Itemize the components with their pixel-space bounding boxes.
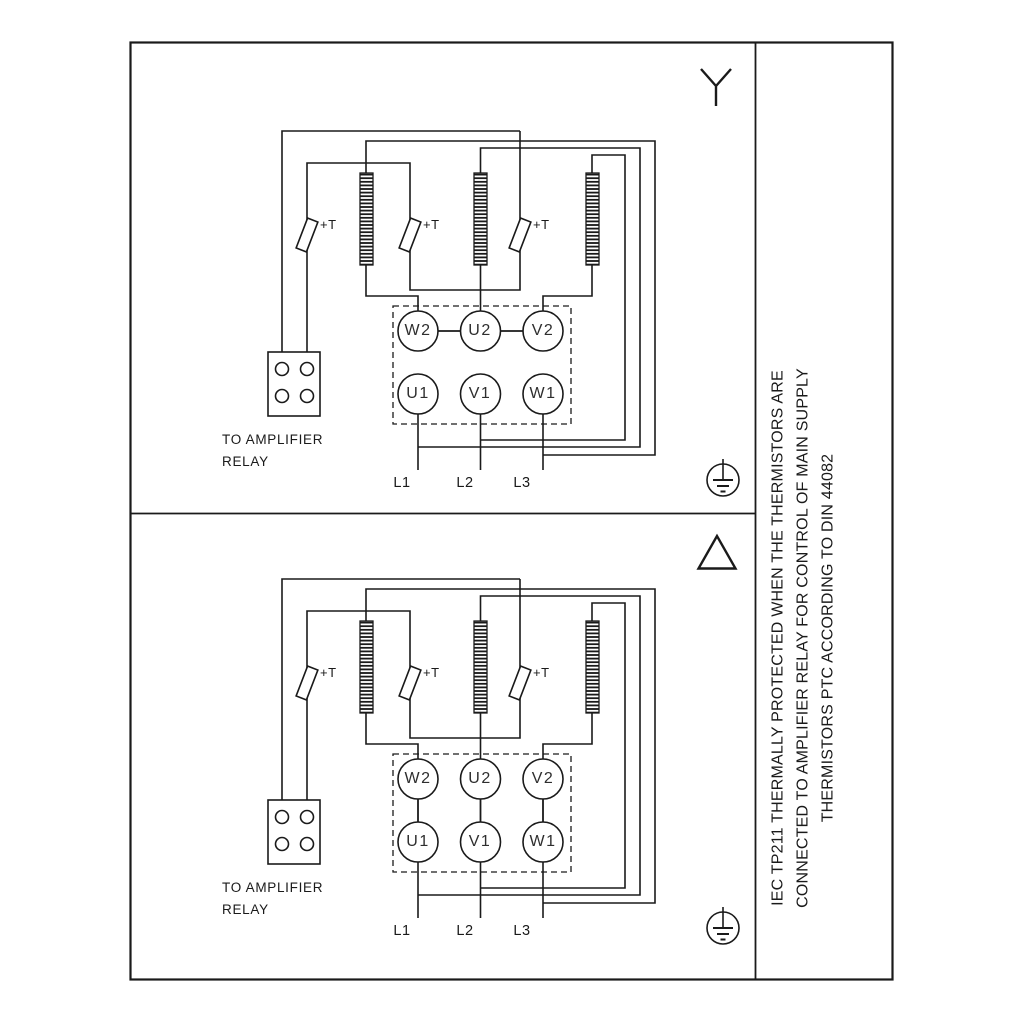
terminal-label-w2: W2 (404, 322, 432, 339)
star-circuit (267, 130, 740, 497)
terminal-label-v1: V1 (468, 833, 492, 850)
terminal-label-v2: V2 (531, 770, 555, 787)
terminal-label-w2: W2 (404, 770, 432, 787)
supply-label-l3: L3 (513, 923, 531, 939)
thermistor-label: +T (533, 665, 550, 680)
supply-label-l3: L3 (513, 475, 531, 491)
wye-star-icon (700, 68, 732, 106)
delta-triangle-icon (696, 533, 738, 570)
thermistor-label: +T (423, 665, 440, 680)
terminal-label-v2: V2 (531, 322, 555, 339)
supply-label-l2: L2 (456, 475, 474, 491)
side-note-line: IEC TP211 THERMALLY PROTECTED WHEN THE T… (769, 369, 787, 906)
thermistor-label: +T (320, 217, 337, 232)
terminal-label-w1: W1 (529, 833, 557, 850)
terminal-label-u2: U2 (468, 770, 492, 787)
side-note-panel: IEC TP211 THERMALLY PROTECTED WHEN THE T… (756, 42, 893, 980)
thermistor-label: +T (423, 217, 440, 232)
side-note-line: CONNECTED TO AMPLIFIER RELAY FOR CONTROL… (794, 367, 812, 908)
terminal-label-u1: U1 (406, 833, 430, 850)
amplifier-relay-note: TO AMPLIFIER (222, 880, 324, 895)
side-note: IEC TP211 THERMALLY PROTECTED WHEN THE T… (765, 168, 840, 1024)
thermistor-label: +T (533, 217, 550, 232)
supply-label-l1: L1 (393, 475, 411, 491)
delta-circuit (267, 578, 740, 945)
amplifier-relay-note: RELAY (222, 902, 269, 917)
delta-terminal-bridges (417, 799, 544, 822)
amplifier-relay-note: TO AMPLIFIER (222, 432, 324, 447)
terminal-label-u2: U2 (468, 322, 492, 339)
supply-label-l2: L2 (456, 923, 474, 939)
terminal-label-v1: V1 (468, 385, 492, 402)
side-note-line: THERMISTORS PTC ACCORDING TO DIN 44082 (819, 453, 837, 822)
drawing-frame (129, 41, 894, 981)
terminal-label-w1: W1 (529, 385, 557, 402)
terminal-label-u1: U1 (406, 385, 430, 402)
thermistor-label: +T (320, 665, 337, 680)
supply-label-l1: L1 (393, 923, 411, 939)
amplifier-relay-note: RELAY (222, 454, 269, 469)
